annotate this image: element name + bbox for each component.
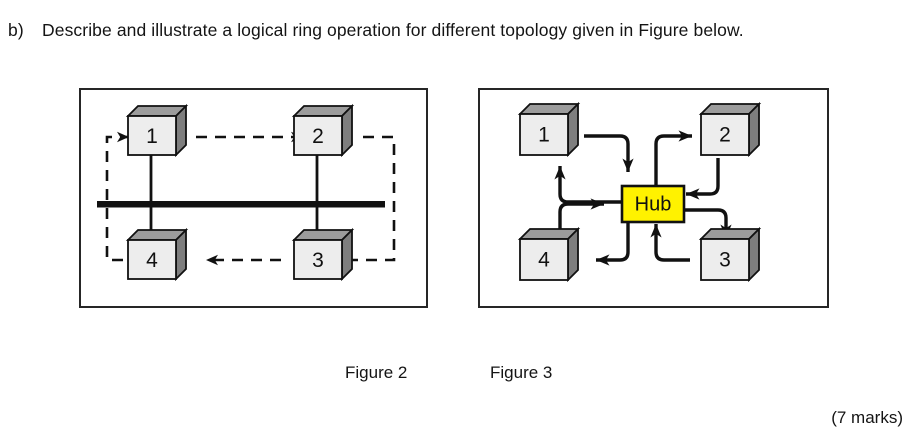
figure3-node-3-label: 3: [719, 249, 731, 272]
question-line: b) Describe and illustrate a logical rin…: [8, 20, 908, 41]
figure-2-svg: 1 2 4 3: [97, 103, 396, 282]
figure2-bus-backbone: [97, 201, 385, 208]
figure2-node-4-label: 4: [146, 249, 158, 272]
figure2-node-4: 4: [125, 227, 189, 282]
figure-2-diagram: 1 2 4 3: [79, 88, 428, 308]
figure2-node-3: 3: [291, 227, 355, 282]
figure3-node-4: 4: [517, 226, 581, 283]
figure2-node-2-label: 2: [312, 125, 324, 148]
figure2-node-1-label: 1: [146, 125, 158, 148]
question-text: Describe and illustrate a logical ring o…: [42, 20, 744, 40]
figure2-logical-ring-path: [105, 131, 396, 266]
figure3-hub-label: Hub: [635, 194, 672, 216]
figure3-node-2: 2: [698, 101, 762, 158]
figure3-node-3: 3: [698, 226, 762, 283]
marks-note: (7 marks): [831, 408, 903, 427]
figure3-ring-paths: [554, 130, 732, 266]
figure-3-svg: 1 2 4 3 Hub: [517, 101, 762, 283]
figure3-node-4-label: 4: [538, 249, 550, 272]
figure2-node-1: 1: [125, 103, 189, 158]
question-label: b): [8, 20, 24, 40]
figure3-node-1: 1: [517, 101, 581, 158]
figure3-node-1-label: 1: [538, 124, 550, 147]
caption-figure-2: Figure 2: [345, 363, 408, 382]
figure2-node-3-label: 3: [312, 249, 324, 272]
figure3-hub: Hub: [620, 184, 686, 224]
caption-figure-3: Figure 3: [490, 363, 553, 382]
figure3-node-2-label: 2: [719, 124, 731, 147]
figure2-node-2: 2: [291, 103, 355, 158]
figure-3-diagram: 1 2 4 3 Hub: [478, 88, 829, 308]
